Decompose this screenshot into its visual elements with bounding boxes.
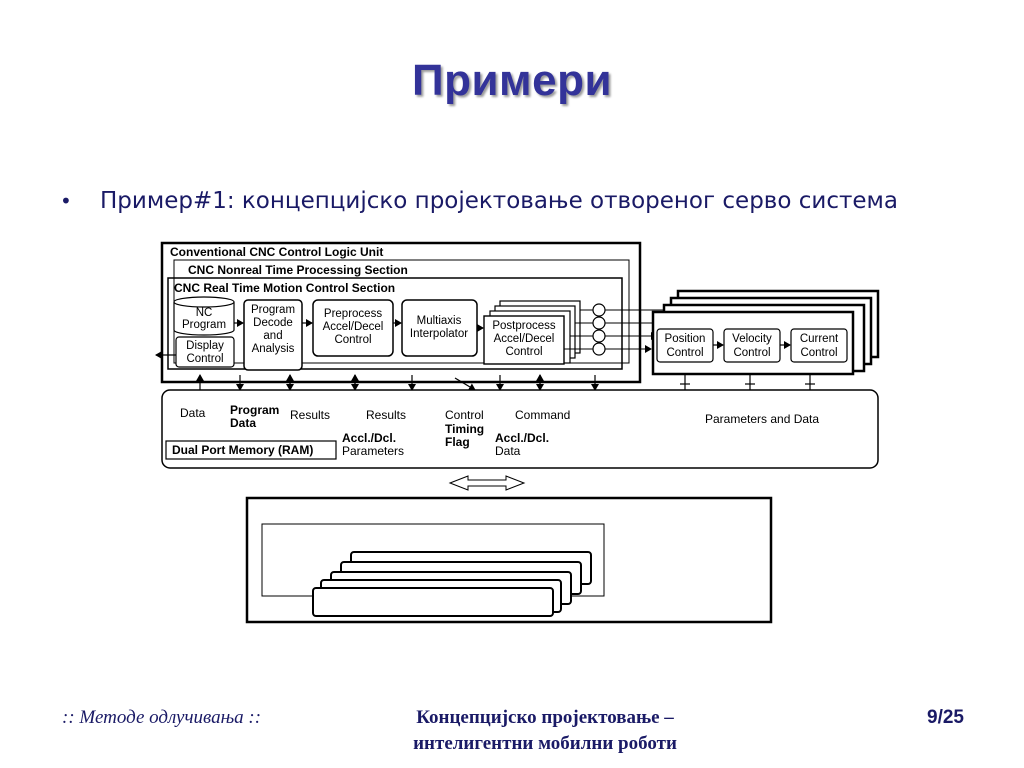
bullet-item: • Пример#1: концепцијско пројектовање от… [60, 188, 898, 214]
position-control-label-1: Position [665, 333, 706, 345]
mem-accl-params-label-1: Accl./Dcl. [342, 431, 396, 445]
program-decode-label-2: Decode [253, 317, 293, 329]
multiaxis-label-1: Multiaxis [417, 315, 462, 327]
nc-program-label-1: NC [196, 307, 213, 319]
postprocess-label-2: Accel/Decel [494, 333, 555, 345]
current-control-box [790, 328, 848, 363]
nonreal-section-label: CNC Nonreal Time Processing Section [188, 263, 408, 277]
footer-topic-line1: Концепцијско пројектовање – [416, 707, 674, 728]
realtime-section-label: CNC Real Time Motion Control Section [174, 281, 395, 295]
slide-number: 9/25 [927, 707, 964, 728]
mem-command-label: Command [515, 408, 570, 422]
bullet-dot-icon: • [60, 189, 72, 213]
axis-junction-icons [592, 303, 606, 356]
program-decode-label-3: and [263, 330, 282, 342]
mem-results-label-1: Results [290, 408, 330, 422]
preprocess-label-3: Control [334, 334, 371, 346]
position-control-label-2: Control [666, 347, 703, 359]
display-control-label-1: Display [186, 340, 224, 352]
mem-accl-params-label-2: Parameters [342, 444, 404, 458]
mem-params-data-label: Parameters and Data [705, 412, 819, 426]
bullet-text: Пример#1: концепцијско пројектовање отво… [100, 188, 898, 214]
nc-program-label-2: Program [182, 319, 226, 331]
velocity-control-label-1: Velocity [732, 333, 772, 345]
current-control-label-2: Control [800, 347, 837, 359]
conventional-unit-box [160, 241, 642, 384]
program-decode-box [243, 299, 303, 371]
program-decode-label-1: Program [251, 304, 295, 316]
conventional-unit-label: Conventional CNC Control Logic Unit [170, 245, 383, 259]
mem-program-data-label-2: Data [230, 416, 256, 430]
mem-accl-data-label-1: Accl./Dcl. [495, 431, 549, 445]
mem-results-label-2: Results [366, 408, 406, 422]
footer-topic: Концепцијско пројектовање – интелигентни… [345, 705, 745, 757]
program-decode-label-4: Analysis [252, 343, 295, 355]
mem-timing-label-1: Timing [445, 422, 484, 436]
memory-panel [161, 389, 879, 469]
mem-accl-data-label-2: Data [495, 444, 521, 458]
postprocess-label-3: Control [505, 346, 542, 358]
mem-control-label: Control [445, 408, 484, 422]
slide-title: Примери [412, 56, 612, 105]
preprocess-box [312, 299, 394, 357]
module-box [312, 587, 554, 617]
memory-bus-arrows [196, 374, 815, 391]
dual-port-memory-box [165, 440, 337, 460]
mem-data-label: Data [180, 406, 206, 420]
mem-timing-label-2: Flag [445, 435, 470, 449]
mem-program-data-label-1: Program [230, 403, 279, 417]
preprocess-label-1: Preprocess [324, 308, 382, 320]
postprocess-label-1: Postprocess [492, 320, 556, 332]
cnc-architecture-diagram: Conventional CNC Control Logic Unit CNC … [155, 241, 880, 624]
velocity-control-label-2: Control [733, 347, 770, 359]
bidirectional-arrow-icon [448, 475, 526, 491]
nc-program-storage-icon: NC Program [173, 296, 235, 336]
preprocess-label-2: Accel/Decel [323, 321, 384, 333]
current-control-label-1: Current [800, 333, 839, 345]
footer-course-name: :: Методе одлучивања :: [62, 707, 262, 728]
multiaxis-label-2: Interpolator [410, 328, 468, 340]
display-control-label-2: Control [186, 353, 223, 365]
postprocess-box [483, 315, 565, 365]
footer-topic-line2: интелигентни мобилни роботи [413, 733, 677, 754]
dual-port-memory-label: Dual Port Memory (RAM) [172, 443, 313, 457]
display-control-box [175, 336, 235, 368]
